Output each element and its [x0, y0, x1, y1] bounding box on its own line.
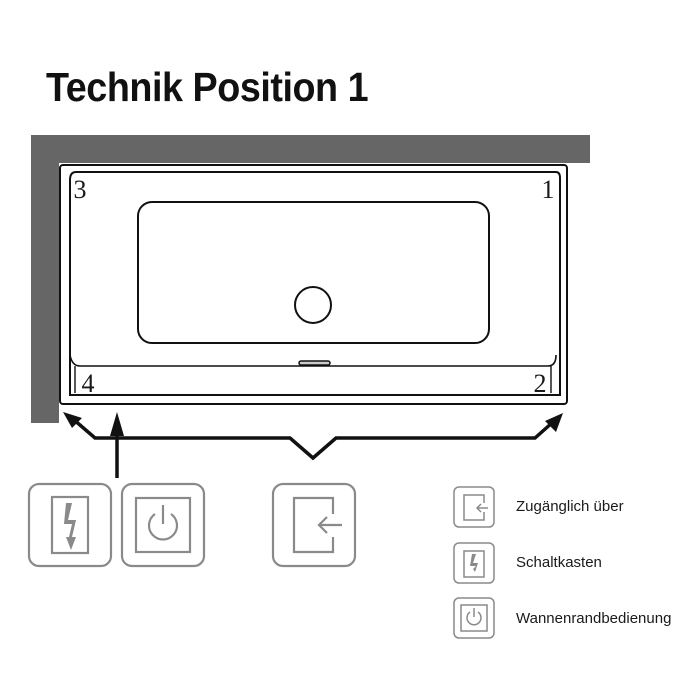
arrow-up-icon — [110, 412, 124, 478]
corner-number-4: 4 — [82, 369, 95, 398]
legend-label-switchbox: Schaltkasten — [516, 554, 602, 571]
legend-label-rim-control: Wannenrandbedienung — [516, 610, 672, 627]
legend-icon-power — [453, 597, 495, 639]
access-door-icon-large — [271, 482, 357, 568]
corner-number-3: 3 — [74, 175, 87, 204]
arrow-right-icon — [545, 413, 563, 432]
legend-label-access: Zugänglich über — [516, 498, 624, 515]
switchbox-icon-large — [27, 482, 113, 568]
arrow-left-icon — [63, 412, 82, 428]
legend-icon-access-door — [453, 486, 495, 528]
power-icon-large — [120, 482, 206, 568]
corner-number-2: 2 — [534, 369, 547, 398]
overflow-icon — [298, 360, 331, 366]
bathtub — [59, 164, 568, 405]
corner-number-1: 1 — [542, 175, 555, 204]
page-title: Technik Position 1 — [46, 64, 369, 110]
legend-icon-switchbox — [453, 542, 495, 584]
wall — [31, 135, 590, 423]
access-bracket — [71, 417, 555, 461]
drain-icon — [294, 286, 332, 324]
